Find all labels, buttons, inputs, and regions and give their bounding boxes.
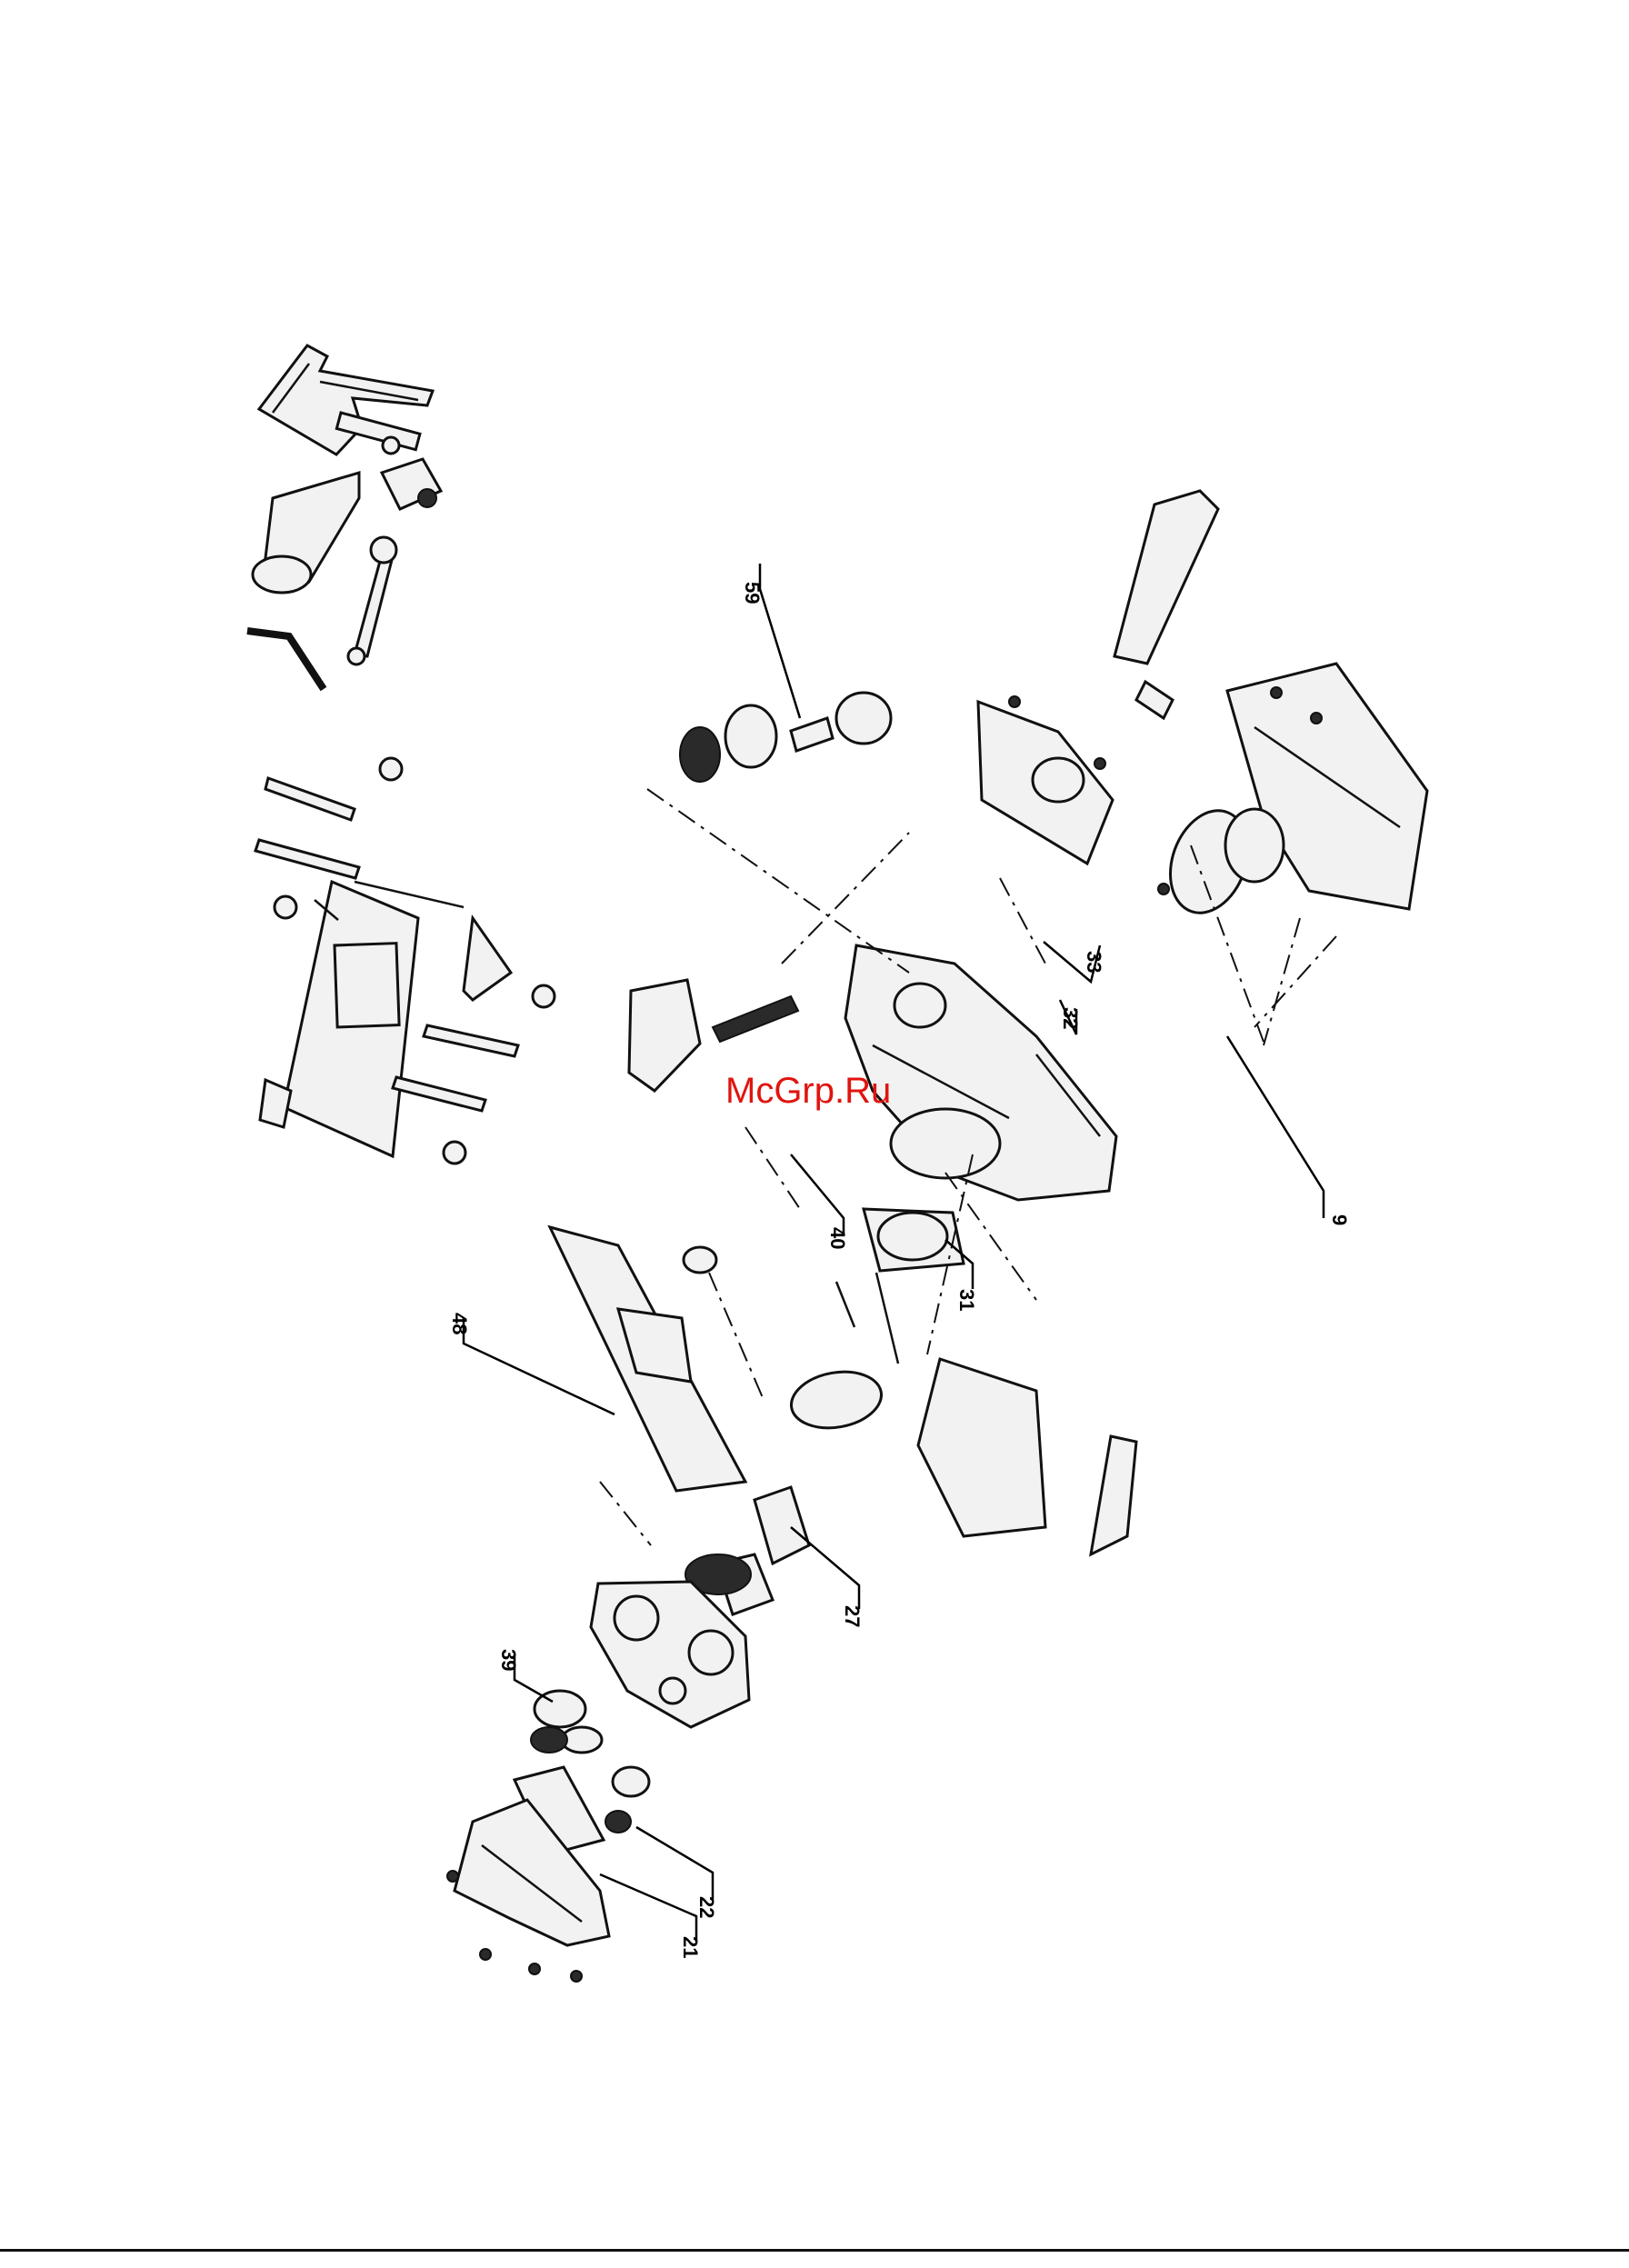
callout-32: 32: [1059, 1007, 1082, 1029]
spanner-wrench: [348, 537, 396, 664]
handle-shell: [1157, 664, 1427, 924]
callout-21: 21: [679, 1936, 702, 1958]
footer-rule: [0, 2249, 1629, 2252]
accessory-group: [247, 345, 441, 689]
sole-plate: [918, 1359, 1136, 1554]
callout-59: 59: [741, 582, 764, 604]
callout-27: 27: [841, 1605, 864, 1627]
watermark-text: McGrp.Ru: [725, 1071, 916, 1112]
gear-housing: [591, 1582, 749, 1727]
callout-33: 33: [1083, 951, 1105, 973]
pulley-bearing-group: [680, 693, 891, 782]
callout-9: 9: [1328, 1214, 1351, 1225]
callout-31: 31: [955, 1289, 978, 1311]
base-plate-group: [255, 758, 555, 1164]
parallel-guide: [259, 345, 433, 455]
callout-40: 40: [826, 1227, 849, 1249]
callout-48: 48: [448, 1313, 471, 1334]
belt-and-cover: [455, 1767, 609, 1945]
callout-22: 22: [695, 1896, 718, 1918]
brush-holder: [550, 1227, 745, 1491]
stator: [836, 1209, 964, 1364]
allen-key: [247, 631, 324, 689]
callout-39: 39: [497, 1649, 520, 1671]
dust-nozzle: [253, 473, 359, 593]
handle-assembly: [978, 491, 1218, 864]
